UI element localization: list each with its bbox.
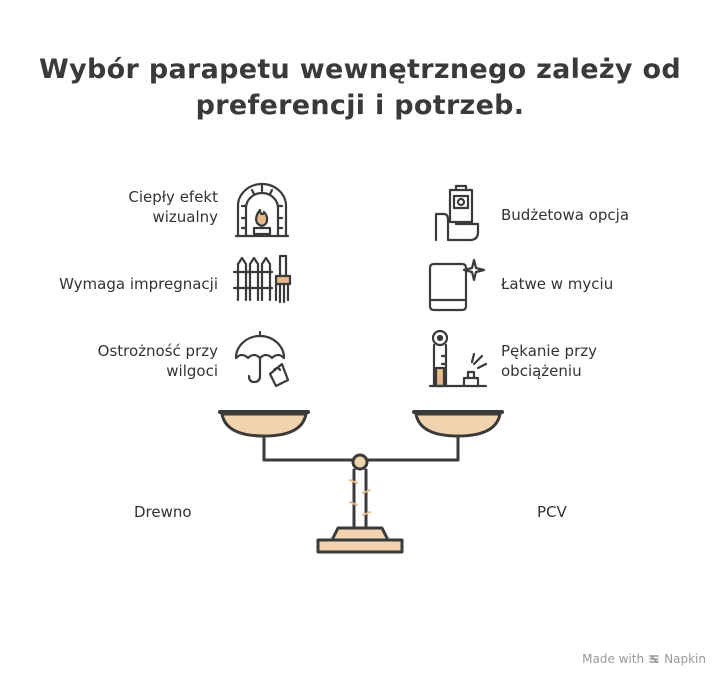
fireplace-icon xyxy=(234,182,290,238)
scale-base xyxy=(330,526,390,542)
left-item-2-label: Wymaga impregnacji xyxy=(59,275,218,293)
napkin-brand-text: Napkin xyxy=(664,652,706,666)
left-pan xyxy=(220,412,308,438)
title-line-2: preferencji i potrzeb. xyxy=(195,90,525,121)
sparkle-panel-icon xyxy=(428,258,486,312)
right-option-label: PCV xyxy=(537,503,567,521)
stress-gauge-icon xyxy=(428,329,488,388)
title-line-1: Wybór parapetu wewnętrznego zależy od xyxy=(39,54,681,85)
made-with-text: Made with xyxy=(582,652,645,666)
left-item-3-label: Ostrożność przy wilgoci xyxy=(97,342,218,380)
fence-paintbrush-icon xyxy=(232,254,292,304)
made-with-napkin[interactable]: Made with Napkin xyxy=(582,652,706,666)
wallet-icon xyxy=(434,184,480,242)
right-item-2-label: Łatwe w myciu xyxy=(501,275,614,293)
page-title: Wybór parapetu wewnętrznego zależy od pr… xyxy=(0,52,720,124)
balance-scale xyxy=(218,410,504,554)
napkin-logo-icon xyxy=(649,655,659,663)
right-item-1-label: Budżetowa opcja xyxy=(501,206,630,224)
right-item-3-label: Pękanie przy obciążeniu xyxy=(501,342,597,380)
left-item-1-label: Ciepły efekt wizualny xyxy=(128,188,218,226)
left-option-label: Drewno xyxy=(134,503,192,521)
umbrella-icon xyxy=(234,330,290,388)
scale-post xyxy=(352,468,368,530)
right-pan xyxy=(414,412,502,438)
